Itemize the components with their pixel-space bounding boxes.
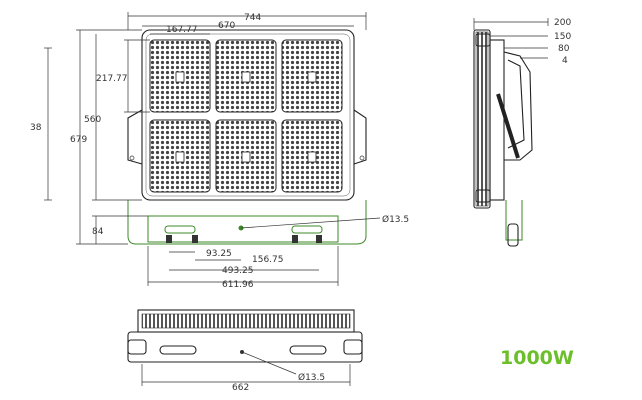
dim-overall-width: 744: [244, 13, 261, 23]
dim-bottom-hole: Ø13.5: [298, 372, 325, 383]
dim-depth-150: 150: [554, 32, 571, 42]
front-housing: [141, 29, 355, 201]
dim-module-width: 167.77: [166, 25, 198, 35]
led-module-grid: [149, 39, 343, 193]
dim-depth-200: 200: [554, 18, 571, 28]
dim-height-38: 38: [30, 123, 42, 133]
dim-height-560: 560: [84, 115, 101, 125]
left-ear: [127, 109, 143, 165]
dim-hole-611: 611.96: [222, 280, 254, 290]
mounting-bracket: [127, 200, 367, 245]
dim-depth-4: 4: [562, 56, 568, 66]
dim-module-height: 217.77: [96, 74, 128, 84]
side-view: 200 150 80 4: [473, 18, 571, 247]
model-label: 1000W: [500, 347, 574, 369]
dim-hole-93: 93.25: [206, 249, 232, 259]
dim-hole-156: 156.75: [252, 255, 284, 265]
dim-height-679: 679: [70, 135, 87, 145]
dim-depth-80: 80: [558, 44, 570, 54]
dim-inner-width: 670: [218, 21, 235, 31]
dim-bracket-84: 84: [92, 227, 104, 237]
front-view: 744 670 167.77 38 679 560 217.77 84 Ø13.…: [30, 12, 409, 290]
bottom-view: Ø13.5 662: [127, 309, 363, 393]
dim-hole-493: 493.25: [222, 266, 254, 276]
dim-bottom-width: 662: [232, 383, 249, 393]
right-ear: [353, 109, 367, 165]
dim-hole-diameter: Ø13.5: [382, 214, 409, 225]
